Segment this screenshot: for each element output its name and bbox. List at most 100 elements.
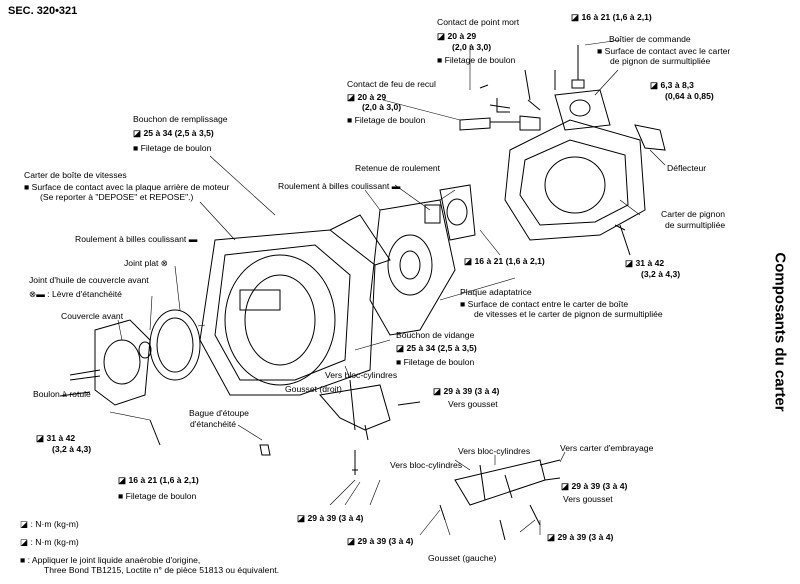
label-carter-bv: Carter de boîte de vitesses bbox=[24, 170, 127, 180]
g4-torque: ◪ 29 à 39 (3 à 4) bbox=[347, 536, 413, 546]
boitier-torque: ◪ 6,3 à 8,3 bbox=[650, 80, 694, 90]
transmission-case bbox=[199, 214, 391, 456]
label-plaque: Plaque adaptatrice bbox=[460, 287, 532, 297]
sealant-tube-icon: ■ bbox=[460, 299, 466, 309]
br-filetage: ■ Filetage de boulon bbox=[133, 143, 211, 153]
sealant-tube-icon: ■ bbox=[133, 143, 139, 153]
sealant-tube-icon: ■ bbox=[597, 46, 603, 56]
gusset-left bbox=[439, 459, 561, 541]
label-vers-carter-emb: Vers carter d'embrayage bbox=[560, 443, 654, 453]
roul-bc-2-text: Roulement à billes coulissant bbox=[75, 234, 187, 244]
plaque-note-1: ■ Surface de contact entre le carter de … bbox=[460, 299, 628, 309]
torque-top: ◪ 16 à 21 (1,6 à 2,1) bbox=[571, 12, 652, 22]
bv-filetage-text: Filetage de boulon bbox=[403, 357, 475, 367]
sealant-tube-icon: ■ bbox=[24, 182, 30, 192]
section-number: SEC. 320•321 bbox=[8, 5, 78, 17]
carter-bv-note-1-text: Surface de contact avec la plaque arrièr… bbox=[31, 182, 230, 192]
legend-sealant-2: Three Bond TB1215, Loctite n° de pièce 5… bbox=[44, 565, 280, 575]
rotule-torque: ◪ 31 à 42 bbox=[36, 433, 75, 443]
label-vers-gousset-2: Vers gousset bbox=[563, 494, 613, 504]
legend-nm-2-text: : N·m (kg-m) bbox=[30, 537, 79, 547]
boitier-note-2: de pignon de surmultipliée bbox=[610, 56, 711, 66]
grease-gun-icon: ▬ bbox=[391, 181, 401, 191]
label-bouchon-remp: Bouchon de remplissage bbox=[133, 114, 228, 124]
right-torque: ◪ 31 à 42 bbox=[625, 258, 664, 268]
adaptor-plate bbox=[369, 199, 456, 336]
cfr-filetage: ■ Filetage de boulon bbox=[347, 115, 425, 125]
g3-torque: ◪ 29 à 39 (3 à 4) bbox=[297, 513, 363, 523]
x-circle-icon: ⊗ bbox=[160, 258, 168, 268]
g1-torque: ◪ 29 à 39 (3 à 4) bbox=[433, 386, 499, 396]
torque-icon: ◪ bbox=[297, 513, 306, 523]
boitier-note-1: ■ Surface de contact avec le carter bbox=[597, 46, 730, 56]
x-circle-icon: ⊗ bbox=[29, 289, 37, 299]
g2-torque-value: 29 à 39 (3 à 4) bbox=[571, 481, 628, 491]
torque-icon: ◪ bbox=[36, 433, 45, 443]
right-torque-value: 31 à 42 bbox=[635, 258, 665, 268]
br-torque-value: 25 à 34 (2,5 à 3,5) bbox=[143, 128, 214, 138]
boitier-torque-value: 6,3 à 8,3 bbox=[660, 80, 694, 90]
boitier-note-1-text: Surface de contact avec le carter bbox=[604, 46, 731, 56]
g3-torque-value: 29 à 39 (3 à 4) bbox=[307, 513, 364, 523]
label-vers-gousset-1: Vers gousset bbox=[448, 399, 498, 409]
leader-lines bbox=[109, 39, 666, 536]
sealant-tube-icon: ■ bbox=[347, 115, 353, 125]
bottom-torque-value: 16 à 21 (1,6 à 2,1) bbox=[128, 475, 199, 485]
label-vers-bloc-1: Vers bloc-cylindres bbox=[325, 370, 398, 380]
sealant-tube-icon: ■ bbox=[118, 491, 124, 501]
bv-torque-value: 25 à 34 (2,5 à 3,5) bbox=[406, 343, 477, 353]
cfr-torque-kgm: (2,0 à 3,0) bbox=[362, 102, 402, 112]
br-filetage-text: Filetage de boulon bbox=[140, 143, 212, 153]
sealant-tube-icon: ■ bbox=[437, 55, 443, 65]
legend-sealant-1-text: : Appliquer le joint liquide anaérobie d… bbox=[27, 555, 201, 565]
torque-top-value: 16 à 21 (1,6 à 2,1) bbox=[581, 12, 652, 22]
label-gousset-droit: Gousset (droit) bbox=[285, 384, 342, 394]
side-title: Composants du carter bbox=[770, 232, 790, 432]
boitier-torque-kgm: (0,64 à 0,85) bbox=[665, 91, 714, 101]
sealant-tube-icon: ■ bbox=[396, 357, 402, 367]
label-bague-2: d'étanchéité bbox=[190, 419, 237, 429]
plaque-note-2: de vitesses et le carter de pignon de su… bbox=[474, 309, 663, 319]
torque-icon: ◪ bbox=[118, 475, 127, 485]
gusset-right bbox=[319, 379, 421, 475]
cpm-filetage-text: Filetage de boulon bbox=[444, 55, 516, 65]
carter-bv-note-2: (Se reporter à "DEPOSE" et REPOSE".) bbox=[40, 192, 194, 202]
label-vers-bloc-2: Vers bloc-cylindres bbox=[458, 446, 531, 456]
cpm-torque-kgm: (2,0 à 3,0) bbox=[452, 42, 492, 52]
right-torque-kgm: (3,2 à 4,3) bbox=[641, 269, 681, 279]
torque-icon: ◪ bbox=[464, 256, 473, 266]
cpm-torque: ◪ 20 à 29 bbox=[437, 31, 476, 41]
bottom-filetage: ■ Filetage de boulon bbox=[118, 491, 196, 501]
bv-torque: ◪ 25 à 34 (2,5 à 3,5) bbox=[396, 343, 477, 353]
bottom-filetage-text: Filetage de boulon bbox=[125, 491, 197, 501]
torque-icon: ◪ bbox=[561, 481, 570, 491]
torque-icon: ◪ bbox=[20, 519, 29, 529]
grease-gun-icon: ▬ bbox=[188, 234, 198, 244]
torque-icon: ◪ bbox=[133, 128, 142, 138]
torque-icon: ◪ bbox=[20, 537, 29, 547]
g1-torque-value: 29 à 39 (3 à 4) bbox=[443, 386, 500, 396]
g5-torque: ◪ 29 à 39 (3 à 4) bbox=[547, 532, 613, 542]
overdrive-case bbox=[504, 45, 666, 256]
cfr-torque: ◪ 20 à 29 bbox=[347, 92, 386, 102]
label-bague: Bague d'étoupe bbox=[189, 408, 249, 418]
legend-nm-2: ◪ : N·m (kg-m) bbox=[20, 537, 79, 547]
label-bouchon-vid: Bouchon de vidange bbox=[396, 330, 475, 340]
mid-torque-value: 16 à 21 (1,6 à 2,1) bbox=[474, 256, 545, 266]
side-title-text: Composants du carter bbox=[771, 252, 789, 412]
front-cover bbox=[59, 309, 201, 446]
roul-bc-1-text: Roulement à billes coulissant bbox=[278, 181, 390, 191]
label-boitier: Boîtier de commande bbox=[609, 34, 691, 44]
bv-filetage: ■ Filetage de boulon bbox=[396, 357, 474, 367]
label-carter-pignon-2: de surmultipliée bbox=[665, 220, 726, 230]
carter-bv-note-1: ■ Surface de contact avec la plaque arri… bbox=[24, 182, 229, 192]
label-boulon-rotule: Boulon à rotule bbox=[33, 389, 91, 399]
rotule-torque-value: 31 à 42 bbox=[46, 433, 76, 443]
torque-icon: ◪ bbox=[433, 386, 442, 396]
bearing-retainer bbox=[424, 184, 476, 241]
grease-gun-icon: ▬ bbox=[36, 289, 45, 299]
label-vers-bloc-3: Vers bloc-cylindres bbox=[390, 460, 463, 470]
g5-torque-value: 29 à 39 (3 à 4) bbox=[557, 532, 614, 542]
cfr-torque-value: 20 à 29 bbox=[357, 92, 387, 102]
